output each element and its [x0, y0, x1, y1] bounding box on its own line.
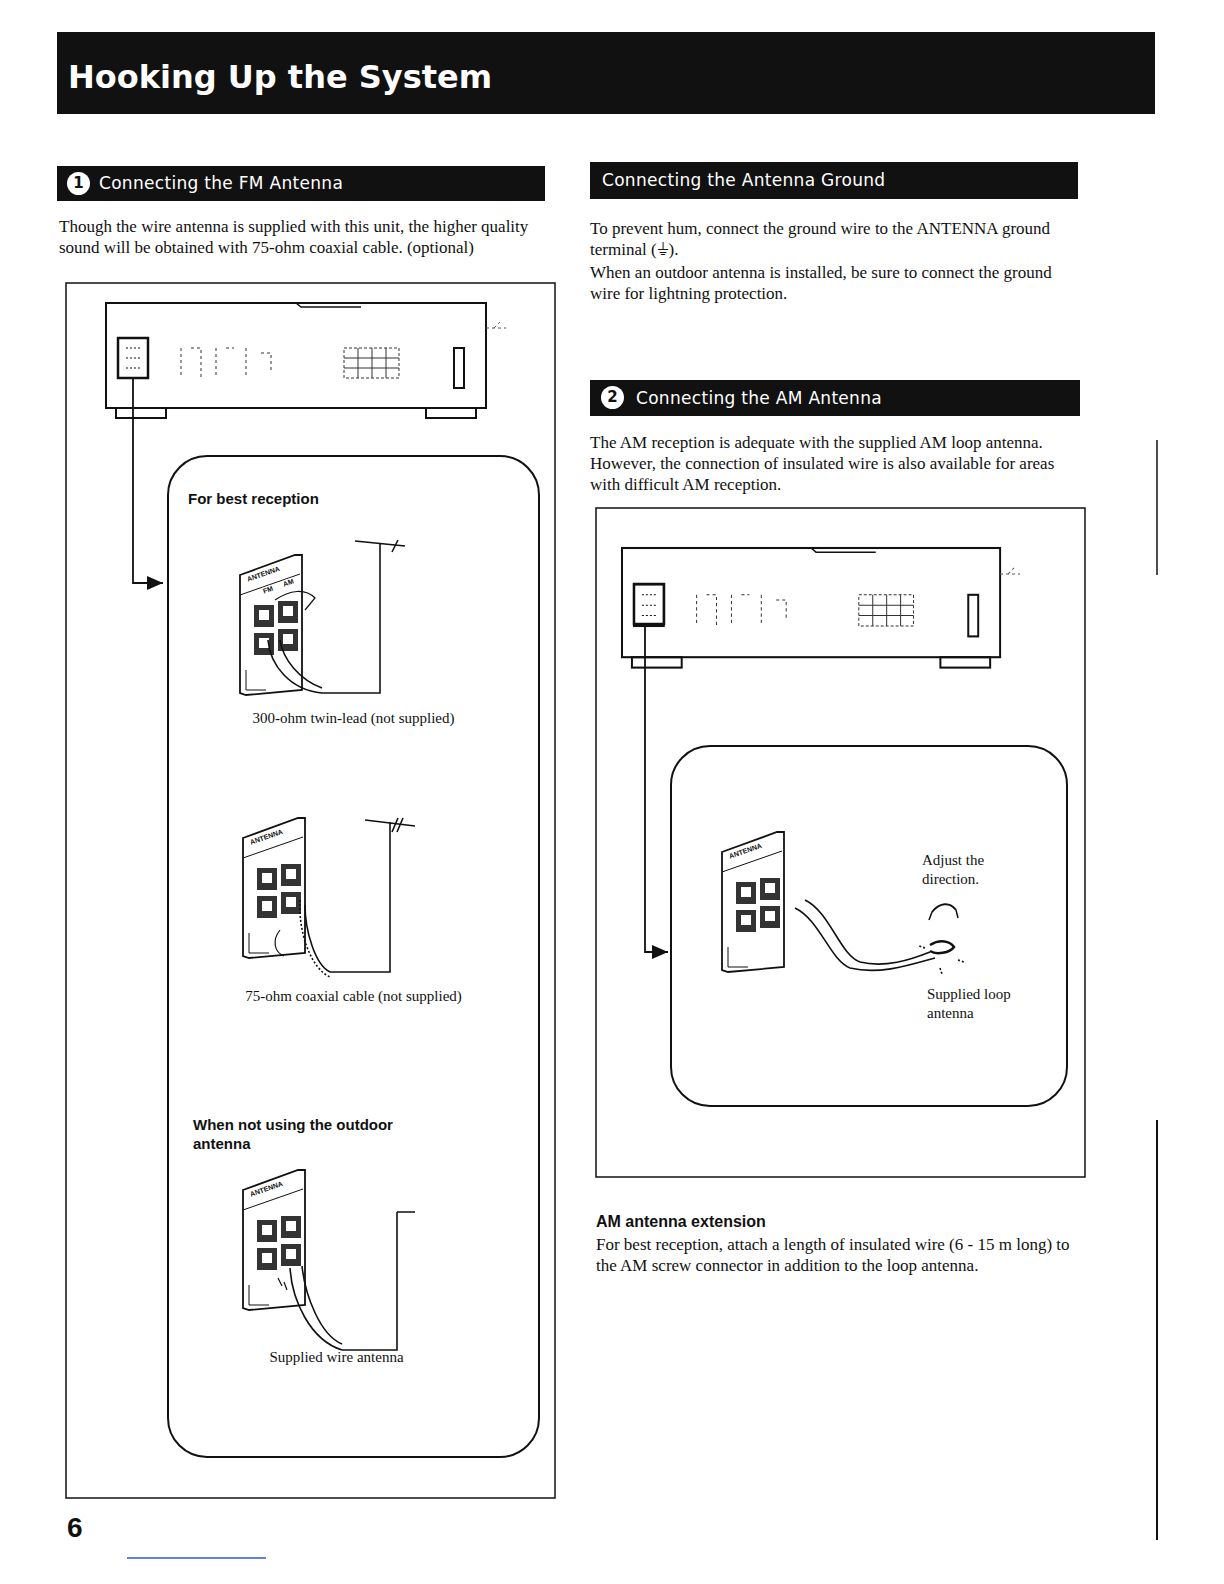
illustration-part [919, 946, 964, 974]
page-title: Hooking Up the System [68, 58, 492, 96]
step-number: 2 [601, 386, 624, 409]
illustration-part [305, 905, 330, 972]
body-text: The AM reception is adequate with the su… [590, 432, 1070, 495]
section-heading: Connecting the FM Antenna [99, 166, 343, 201]
detail-panel: Adjust the direction. Supplied loop anten… [670, 745, 1068, 1107]
antenna-terminal [243, 818, 305, 958]
panel-heading: For best reception [188, 489, 319, 508]
antenna-terminal [243, 1170, 305, 1310]
body-text: When an outdoor antenna is installed, be… [590, 262, 1070, 304]
am-loop-antenna [795, 900, 964, 974]
illustration-part [302, 1266, 342, 1344]
body-text: To prevent hum, connect the ground wire … [590, 218, 1060, 260]
terminal-highlight [634, 584, 664, 624]
section-band: Connecting the FM Antenna 1 [57, 166, 545, 201]
step-number: 1 [67, 172, 90, 195]
callout-text: Adjust the direction. [922, 851, 1010, 889]
section-heading: Connecting the Antenna Ground [602, 162, 885, 199]
illustration-part [322, 541, 405, 693]
section-heading: Connecting the AM Antenna [636, 380, 882, 416]
fm-frame [66, 283, 555, 1498]
illustration-part [930, 941, 954, 953]
page-edge-mark [1156, 1120, 1158, 1540]
terminal-highlight [118, 338, 148, 378]
illustration-part [392, 540, 398, 552]
callout-text: Supplied loop antenna [927, 985, 1032, 1023]
title-bar: Hooking Up the System [57, 32, 1155, 114]
illustration-part [280, 640, 322, 688]
illustration-part [275, 591, 315, 610]
leader-arrow [645, 624, 668, 952]
section-band: Connecting the AM Antenna 2 [590, 380, 1080, 416]
coaxial-antenna [275, 818, 415, 977]
step-circle: 1 [67, 172, 90, 195]
step-circle: 2 [601, 386, 624, 409]
illustration-caption: Supplied wire antenna [169, 1348, 504, 1367]
am-frame [596, 508, 1085, 1177]
page-edge-mark [1156, 440, 1158, 575]
illustration-part [330, 820, 415, 972]
illustration-part [290, 1268, 342, 1350]
page-number: 6 [67, 1512, 83, 1544]
illustration-part [392, 818, 403, 832]
receiver-rear [622, 548, 1020, 668]
body-text: Though the wire antenna is supplied with… [59, 216, 539, 258]
illustration-part [300, 900, 330, 977]
illustration-part [932, 904, 956, 912]
illustration-part [805, 900, 930, 964]
illustration-part [795, 908, 935, 970]
section-band: Connecting the Antenna Ground [590, 162, 1078, 199]
twin-lead-antenna [268, 540, 405, 693]
illustration-part [268, 640, 322, 693]
illustration-caption: 300-ohm twin-lead (not supplied) [169, 709, 538, 728]
wire-antenna [278, 1212, 415, 1350]
illustration-part [929, 910, 958, 920]
receiver-rear [106, 303, 506, 418]
panel-heading: When not using the outdoor antenna [193, 1115, 433, 1153]
illustration-part [342, 1212, 415, 1350]
antenna-terminal [722, 832, 784, 972]
illustration-caption: 75-ohm coaxial cable (not supplied) [169, 987, 538, 1006]
illustration-part [275, 930, 284, 956]
body-text: For best reception, attach a length of i… [596, 1234, 1081, 1276]
scan-artifact-line [127, 1557, 266, 1559]
subheading: AM antenna extension [596, 1212, 766, 1232]
leader-arrow [133, 378, 163, 583]
antenna-terminal [240, 555, 302, 695]
detail-panel: For best reception 300-ohm twin-lead (not… [167, 455, 540, 1458]
illustration-part [278, 1278, 287, 1290]
